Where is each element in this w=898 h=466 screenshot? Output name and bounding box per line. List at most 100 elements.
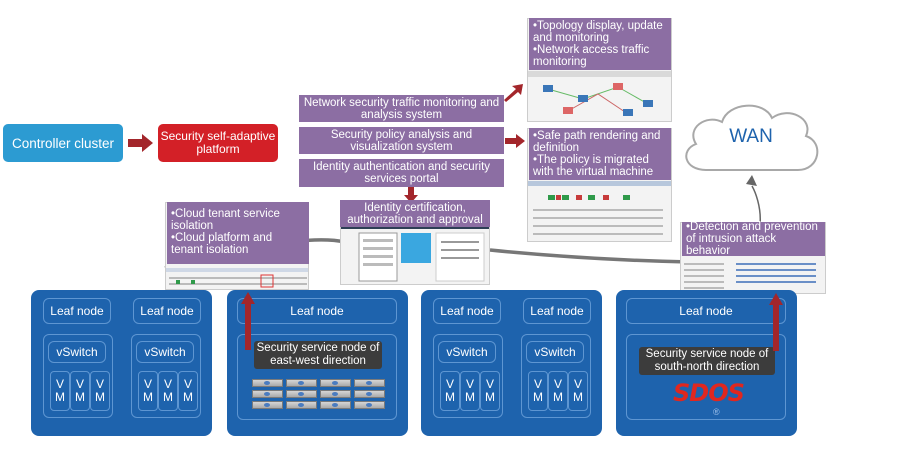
log-list-icon bbox=[684, 263, 816, 289]
safe-path-feature-label: •Safe path rendering and definition •The… bbox=[533, 130, 661, 178]
vm-label: V M bbox=[55, 377, 65, 404]
traffic-monitoring-label: Network security traffic monitoring and … bbox=[303, 96, 500, 121]
east-west-security-node: Security service node of east-west direc… bbox=[254, 341, 382, 369]
vm: V M bbox=[548, 371, 568, 411]
leaf-node-label: Leaf node bbox=[140, 304, 194, 318]
server-unit-icon bbox=[286, 390, 317, 398]
vm: V M bbox=[440, 371, 460, 411]
server-rack-2: Leaf node Security service node of east-… bbox=[227, 290, 408, 436]
vm-label: V M bbox=[485, 377, 495, 404]
safe-path-feature-box: •Safe path rendering and definition •The… bbox=[529, 128, 671, 180]
sdos-registered-mark: ® bbox=[713, 407, 720, 417]
vswitch-label: vSwitch bbox=[446, 345, 488, 359]
policy-analysis-system: Security policy analysis and visualizati… bbox=[299, 127, 504, 154]
server-unit-icon bbox=[286, 401, 317, 409]
identity-certification-box: Identity certification, authorization an… bbox=[340, 200, 490, 227]
arrow-right-icon bbox=[505, 134, 525, 148]
leaf-node-label: Leaf node bbox=[530, 304, 584, 318]
vswitch: vSwitch bbox=[48, 341, 106, 363]
topology-graph-icon bbox=[528, 71, 671, 116]
server-unit-icon bbox=[354, 390, 385, 398]
tenant-isolation-label: •Cloud tenant service isolation •Cloud p… bbox=[171, 208, 280, 256]
wan-cloud-icon bbox=[685, 104, 819, 171]
policy-table-icon bbox=[528, 181, 671, 235]
sdos-logo-text: SDOS bbox=[673, 379, 745, 407]
server-unit-icon bbox=[252, 379, 283, 387]
identity-certification-label: Identity certification, authorization an… bbox=[347, 201, 483, 226]
identity-services-portal: Identity authentication and security ser… bbox=[299, 159, 504, 187]
security-node-host: Security service node of south-north dir… bbox=[626, 334, 786, 420]
leaf-node-label: Leaf node bbox=[440, 304, 494, 318]
intrusion-feature-box: •Detection and prevention of intrusion a… bbox=[682, 221, 825, 257]
leaf-node: Leaf node bbox=[133, 298, 201, 324]
server-unit-icon bbox=[252, 401, 283, 409]
identity-portal-label: Identity authentication and security ser… bbox=[312, 161, 491, 185]
server-unit-icon bbox=[320, 379, 351, 387]
connector-line bbox=[489, 248, 691, 264]
leaf-node: Leaf node bbox=[43, 298, 111, 324]
vswitch-label: vSwitch bbox=[56, 345, 98, 359]
security-adaptive-platform: Security self-adaptive platform bbox=[158, 124, 278, 162]
hypervisor-host: vSwitch V M V M V M bbox=[43, 334, 113, 418]
leaf-node: Leaf node bbox=[237, 298, 397, 324]
vm: V M bbox=[568, 371, 588, 411]
tenant-isolation-box: •Cloud tenant service isolation •Cloud p… bbox=[167, 202, 309, 264]
server-rack-4: Leaf node Security service node of south… bbox=[616, 290, 797, 436]
server-unit-icon bbox=[354, 379, 385, 387]
vm-label: V M bbox=[553, 377, 563, 404]
leaf-node-label: Leaf node bbox=[290, 304, 344, 318]
leaf-node-label: Leaf node bbox=[679, 304, 733, 318]
security-node-host: Security service node of east-west direc… bbox=[237, 334, 397, 420]
vswitch: vSwitch bbox=[526, 341, 584, 363]
vm: V M bbox=[528, 371, 548, 411]
controller-cluster: Controller cluster bbox=[3, 124, 123, 162]
arrow-up-icon bbox=[769, 293, 783, 351]
traffic-monitoring-system: Network security traffic monitoring and … bbox=[299, 95, 504, 122]
arrow-right-icon bbox=[128, 134, 153, 152]
vm-label: V M bbox=[95, 377, 105, 404]
hypervisor-host: vSwitch V M V M V M bbox=[131, 334, 201, 418]
vswitch: vSwitch bbox=[438, 341, 496, 363]
server-unit-icon bbox=[354, 401, 385, 409]
vm: V M bbox=[178, 371, 198, 411]
topology-feature-box: •Topology display, update and monitoring… bbox=[529, 18, 671, 70]
topology-feature-label: •Topology display, update and monitoring… bbox=[533, 20, 663, 68]
vm: V M bbox=[90, 371, 110, 411]
server-unit-icon bbox=[252, 390, 283, 398]
security-adaptive-platform-label: Security self-adaptive platform bbox=[160, 129, 276, 156]
vm: V M bbox=[460, 371, 480, 411]
intrusion-feature-label: •Detection and prevention of intrusion a… bbox=[686, 221, 818, 257]
arrow-up-right-icon bbox=[504, 84, 523, 102]
policy-analysis-label: Security policy analysis and visualizati… bbox=[330, 128, 473, 153]
vm-label: V M bbox=[465, 377, 475, 404]
arrow-up-icon bbox=[241, 292, 255, 350]
hypervisor-host: vSwitch V M V M V M bbox=[433, 334, 503, 418]
vm: V M bbox=[50, 371, 70, 411]
vm-label: V M bbox=[533, 377, 543, 404]
server-unit-icon bbox=[320, 390, 351, 398]
vm-label: V M bbox=[183, 377, 193, 404]
vm-label: V M bbox=[445, 377, 455, 404]
server-unit-icon bbox=[320, 401, 351, 409]
arrow-down-icon bbox=[404, 187, 418, 203]
vswitch-label: vSwitch bbox=[534, 345, 576, 359]
vm: V M bbox=[138, 371, 158, 411]
vm: V M bbox=[480, 371, 500, 411]
leaf-node: Leaf node bbox=[433, 298, 501, 324]
wan-label: WAN bbox=[729, 126, 773, 147]
leaf-node: Leaf node bbox=[523, 298, 591, 324]
tenant-table-icon bbox=[166, 268, 308, 288]
vm-label: V M bbox=[75, 377, 85, 404]
controller-cluster-label: Controller cluster bbox=[11, 135, 115, 151]
leaf-node-label: Leaf node bbox=[50, 304, 104, 318]
server-unit-icon bbox=[286, 379, 317, 387]
south-north-security-label: Security service node of south-north dir… bbox=[645, 348, 769, 373]
vm: V M bbox=[70, 371, 90, 411]
server-rack-1: Leaf node Leaf node vSwitch V M V M V M … bbox=[31, 290, 212, 436]
south-north-security-node: Security service node of south-north dir… bbox=[639, 347, 775, 375]
vswitch: vSwitch bbox=[136, 341, 194, 363]
connector-head bbox=[746, 175, 757, 186]
vswitch-label: vSwitch bbox=[144, 345, 186, 359]
vm-label: V M bbox=[143, 377, 153, 404]
leaf-node: Leaf node bbox=[626, 298, 786, 324]
